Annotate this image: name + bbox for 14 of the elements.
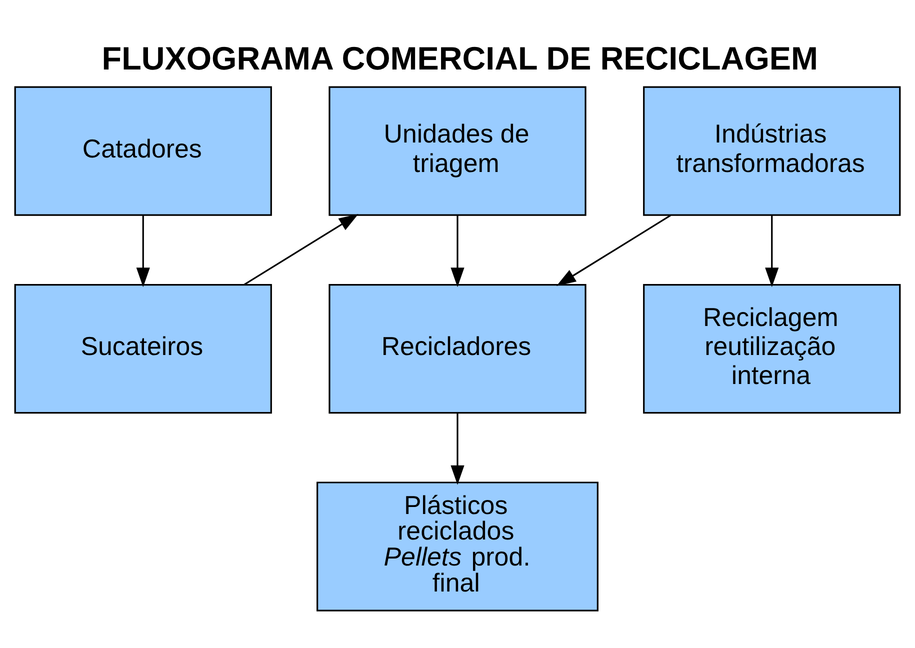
node-box: Recicladores <box>328 284 586 414</box>
node-box: Unidades de triagem <box>328 86 586 216</box>
node-box: Indústrias transformadoras <box>643 86 901 216</box>
arrow <box>450 214 464 287</box>
node-box: Reciclagem reutilização interna <box>643 284 901 414</box>
arrow <box>556 214 672 286</box>
arrow <box>136 214 150 287</box>
arrow <box>450 412 464 484</box>
node-box: Sucateiros <box>14 284 272 414</box>
node-box: Catadores <box>14 86 272 216</box>
diagram-title: FLUXOGRAMA COMERCIAL DE RECICLAGEM <box>102 40 818 76</box>
node-box: Plásticos reciclados Pellets prod. final <box>316 481 598 611</box>
arrow <box>244 214 358 285</box>
arrow <box>765 214 779 287</box>
